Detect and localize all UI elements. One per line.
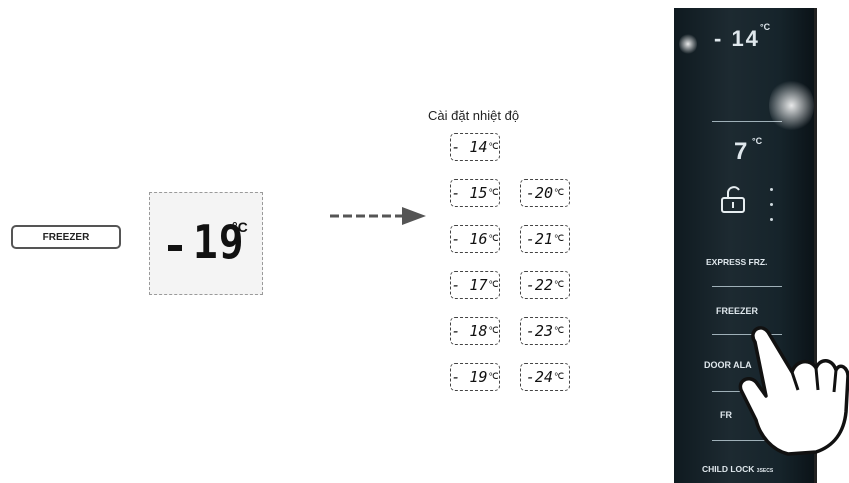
panel-freezer-button[interactable]: FREEZER — [716, 306, 759, 316]
panel-child-lock-button[interactable]: CHILD LOCK 3SECS — [702, 464, 774, 474]
lock-icon — [721, 186, 745, 213]
display-minus-sign — [168, 245, 182, 251]
temp-option: -22℃ — [520, 271, 570, 299]
temp-option: -20℃ — [520, 179, 570, 207]
panel-fridge-unit: °C — [752, 136, 763, 146]
temp-option: - 18℃ — [450, 317, 500, 345]
temp-option: -24℃ — [520, 363, 570, 391]
temp-option: - 19℃ — [450, 363, 500, 391]
panel-freezer-temp: - 14 — [714, 26, 760, 51]
temp-option: - 17℃ — [450, 271, 500, 299]
display-unit: °C — [232, 219, 248, 235]
temp-option: -21℃ — [520, 225, 570, 253]
display-value: 19 — [192, 215, 245, 269]
arrow-right-icon — [330, 207, 426, 225]
temp-option: - 15℃ — [450, 179, 500, 207]
panel-express-frz-button[interactable]: EXPRESS FRZ. — [706, 257, 768, 267]
temp-option: -23℃ — [520, 317, 570, 345]
temp-option: - 14℃ — [450, 133, 500, 161]
hand-pointer-icon — [738, 326, 849, 456]
panel-freezer-unit: °C — [760, 22, 771, 32]
panel-door-alarm-button[interactable]: DOOR ALA — [704, 360, 752, 370]
freezer-button-label: FREEZER — [42, 231, 90, 243]
panel-fridge-temp: 7 — [734, 138, 748, 165]
settings-title: Cài đặt nhiệt độ — [428, 108, 520, 123]
temp-option: - 16℃ — [450, 225, 500, 253]
freezer-temp-display: 19 °C — [149, 192, 263, 295]
freezer-button[interactable]: FREEZER — [11, 225, 121, 249]
panel-fridge-button[interactable]: FR — [720, 410, 732, 420]
light-glare — [769, 78, 814, 133]
